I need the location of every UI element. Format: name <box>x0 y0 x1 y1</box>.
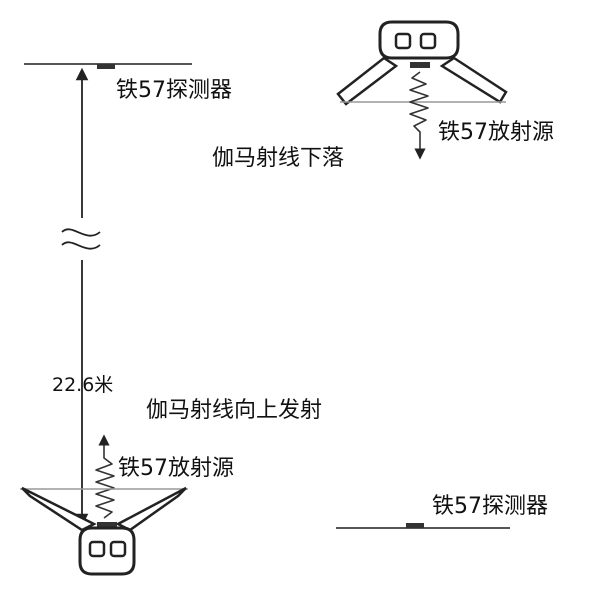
gamma-up-label: 伽马射线向上发射 <box>146 398 323 423</box>
top-detector-label: 铁57探测器 <box>116 78 232 103</box>
distance-label: 22.6米 <box>52 374 114 396</box>
gamma-down-label: 伽马射线下落 <box>212 146 345 171</box>
bottom-detector-label: 铁57探测器 <box>432 494 548 519</box>
gamma-ray-down <box>409 71 429 160</box>
top-detector <box>24 63 192 69</box>
bottom-source-label: 铁57放射源 <box>118 456 234 481</box>
break-symbol <box>61 228 101 250</box>
top-source-mount <box>336 20 508 106</box>
top-source-label: 铁57放射源 <box>438 120 554 145</box>
bottom-source-mount <box>20 486 188 576</box>
bottom-detector <box>336 523 510 529</box>
gamma-ray-up <box>95 434 115 519</box>
